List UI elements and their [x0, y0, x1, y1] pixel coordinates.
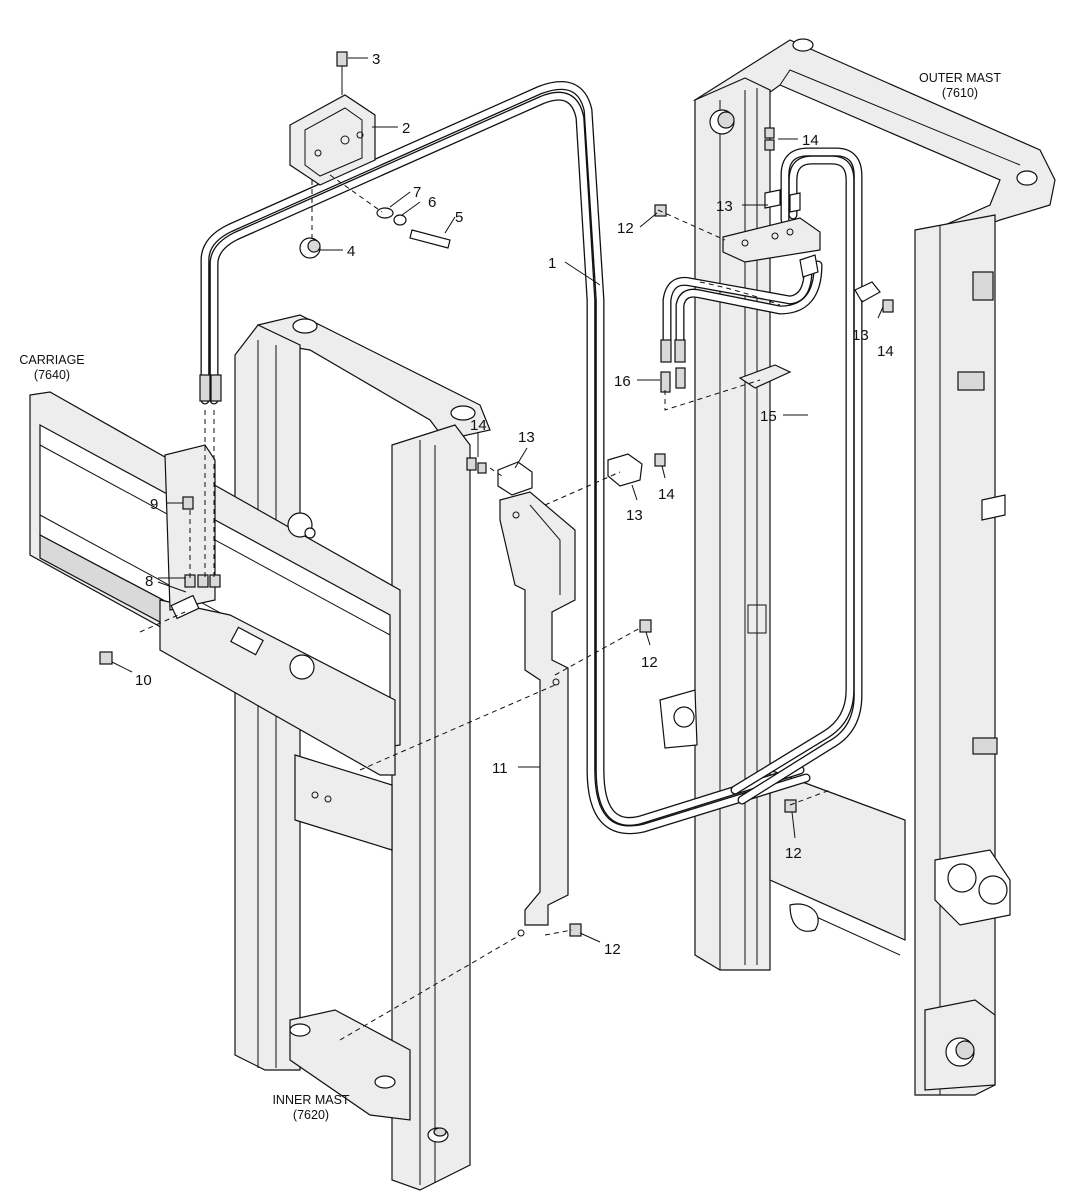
callout-1: 1 — [548, 255, 556, 272]
callout-8: 8 — [145, 573, 153, 590]
assembly-lines — [139, 150, 831, 1041]
callout-14: 14 — [658, 486, 675, 503]
hose-bracket-11 — [499, 491, 576, 937]
callout-14: 14 — [470, 417, 487, 434]
callout-13: 13 — [716, 198, 733, 215]
carriage-code: (7640) — [34, 368, 70, 382]
callout-7: 7 — [413, 184, 421, 201]
callout-3: 3 — [372, 51, 380, 68]
callout-labels: 3 2 7 6 5 4 1 14 13 12 13 14 16 15 14 13… — [135, 51, 894, 958]
callout-9: 9 — [150, 496, 158, 513]
callout-12: 12 — [641, 654, 658, 671]
callout-12: 12 — [617, 220, 634, 237]
callout-12: 12 — [604, 941, 621, 958]
callout-10: 10 — [135, 672, 152, 689]
carriage-name: CARRIAGE — [19, 353, 84, 367]
callout-13: 13 — [518, 429, 535, 446]
callout-11: 11 — [492, 760, 508, 777]
outer-mast-code: (7610) — [942, 86, 978, 100]
callout-2: 2 — [402, 120, 410, 137]
leader-lines — [111, 57, 884, 943]
carriage — [29, 391, 401, 776]
callout-13: 13 — [852, 327, 869, 344]
sheave-bracket-2 — [289, 51, 451, 259]
outer-mast-name: OUTER MAST — [919, 71, 1001, 85]
callout-12: 12 — [785, 845, 802, 862]
hose-1 — [199, 81, 811, 835]
callout-14: 14 — [802, 132, 819, 149]
callout-5: 5 — [455, 209, 463, 226]
inner-mast-name: INNER MAST — [272, 1093, 349, 1107]
callout-13: 13 — [626, 507, 643, 524]
callout-6: 6 — [428, 194, 436, 211]
inner-mast-code: (7620) — [293, 1108, 329, 1122]
callout-14: 14 — [877, 343, 894, 360]
hose-15 — [660, 147, 863, 805]
callout-16: 16 — [614, 373, 631, 390]
callout-15: 15 — [760, 408, 777, 425]
assembly-labels: OUTER MAST (7610) CARRIAGE (7640) INNER … — [19, 71, 1001, 1122]
callout-4: 4 — [347, 243, 355, 260]
